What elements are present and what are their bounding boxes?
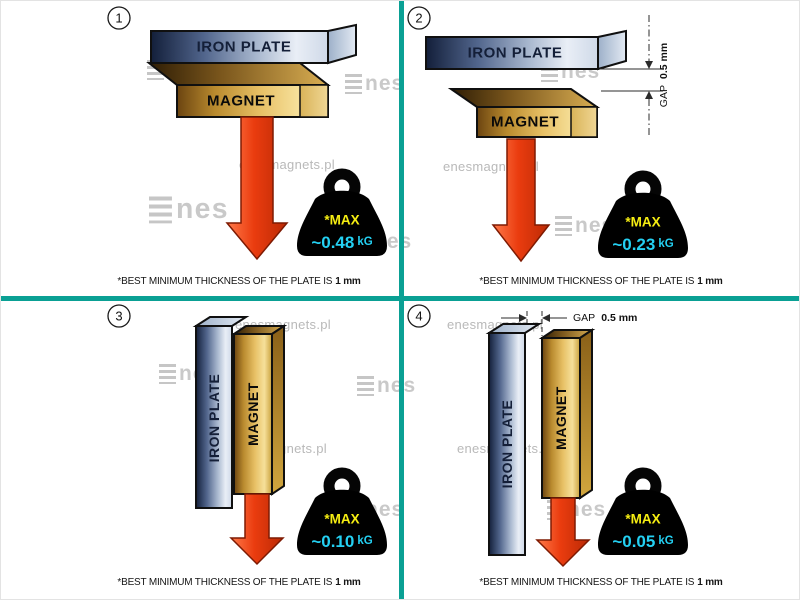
arrow-right-icon	[519, 314, 527, 322]
number-circle	[107, 6, 131, 30]
enes-logo-icon	[357, 375, 374, 396]
magnet-side	[579, 328, 593, 500]
svg-text:IRON PLATE: IRON PLATE	[197, 39, 292, 56]
iron-plate: IRON PLATE	[485, 323, 543, 556]
svg-text:MAGNET: MAGNET	[207, 93, 275, 110]
iron-plate: IRON PLATE	[150, 23, 357, 65]
svg-text:MAGNET: MAGNET	[491, 114, 559, 131]
enes-logo-icon	[159, 363, 176, 384]
divider-horizontal	[1, 296, 799, 301]
enes-logo-icon	[555, 215, 572, 236]
magnet-side	[271, 324, 285, 496]
gap-dimension: GAP0.5 mm	[600, 15, 670, 135]
magnet: MAGNET	[538, 328, 596, 500]
arrow-left-icon	[542, 314, 550, 322]
pull-arrow	[229, 493, 285, 566]
iron-plate-face	[488, 332, 526, 556]
watermark-logo: nes	[345, 73, 404, 94]
svg-text:2: 2	[415, 11, 422, 26]
iron-plate-end	[327, 23, 357, 65]
iron-plate-face	[195, 325, 233, 509]
svg-text:3: 3	[115, 309, 122, 324]
iron-plate-top	[192, 316, 250, 327]
number-circle	[407, 304, 431, 328]
gap-label: GAP0.5 mm	[658, 43, 670, 107]
watermark-logo: nes	[149, 195, 229, 223]
weight-max-label: *MAX	[625, 512, 660, 527]
svg-text:4: 4	[415, 309, 422, 324]
magnet-end	[299, 84, 329, 118]
number-circle	[107, 304, 131, 328]
svg-text:MAGNET: MAGNET	[245, 382, 261, 446]
iron-plate-face	[150, 30, 329, 64]
iron-plate: IRON PLATE	[425, 29, 627, 71]
magnet-face	[541, 337, 581, 499]
pull-arrow	[491, 138, 551, 263]
svg-text:IRON PLATE: IRON PLATE	[499, 400, 515, 489]
panel-number: 2	[407, 6, 431, 30]
pull-arrow	[225, 116, 289, 261]
svg-text:IRON PLATE: IRON PLATE	[468, 45, 563, 62]
iron-plate-end	[597, 29, 627, 71]
svg-text:IRON PLATE: IRON PLATE	[206, 374, 222, 463]
magnet: MAGNET	[447, 88, 601, 138]
svg-text:MAGNET: MAGNET	[553, 386, 569, 450]
magnet-top	[146, 62, 331, 86]
enes-logo-icon	[345, 73, 362, 94]
panel-number: 3	[107, 304, 131, 328]
panel-number: 4	[407, 304, 431, 328]
watermark-logo: nes	[357, 375, 416, 396]
magnet: MAGNET	[146, 62, 331, 118]
panel-number: 1	[107, 6, 131, 30]
number-circle	[407, 6, 431, 30]
magnet-top	[447, 88, 601, 108]
iron-plate-top	[485, 323, 543, 334]
weight-max-label: *MAX	[324, 213, 359, 228]
weight-max-label: *MAX	[625, 215, 660, 230]
arrow-up-icon	[645, 91, 653, 99]
pull-arrow	[535, 497, 591, 568]
magnet-end	[570, 106, 598, 138]
iron-plate-face	[425, 36, 599, 70]
svg-text:1: 1	[115, 11, 122, 26]
weight-max-label: *MAX	[324, 512, 359, 527]
iron-plate: IRON PLATE	[192, 316, 250, 509]
panel-2: 2 IRON PLATE GAP0.5 mm MAGNET *MAX	[407, 6, 723, 287]
magnet: MAGNET	[230, 324, 288, 496]
arrow-down-icon	[645, 61, 653, 69]
enes-logo-icon	[149, 195, 172, 223]
magnet-face	[233, 333, 273, 495]
